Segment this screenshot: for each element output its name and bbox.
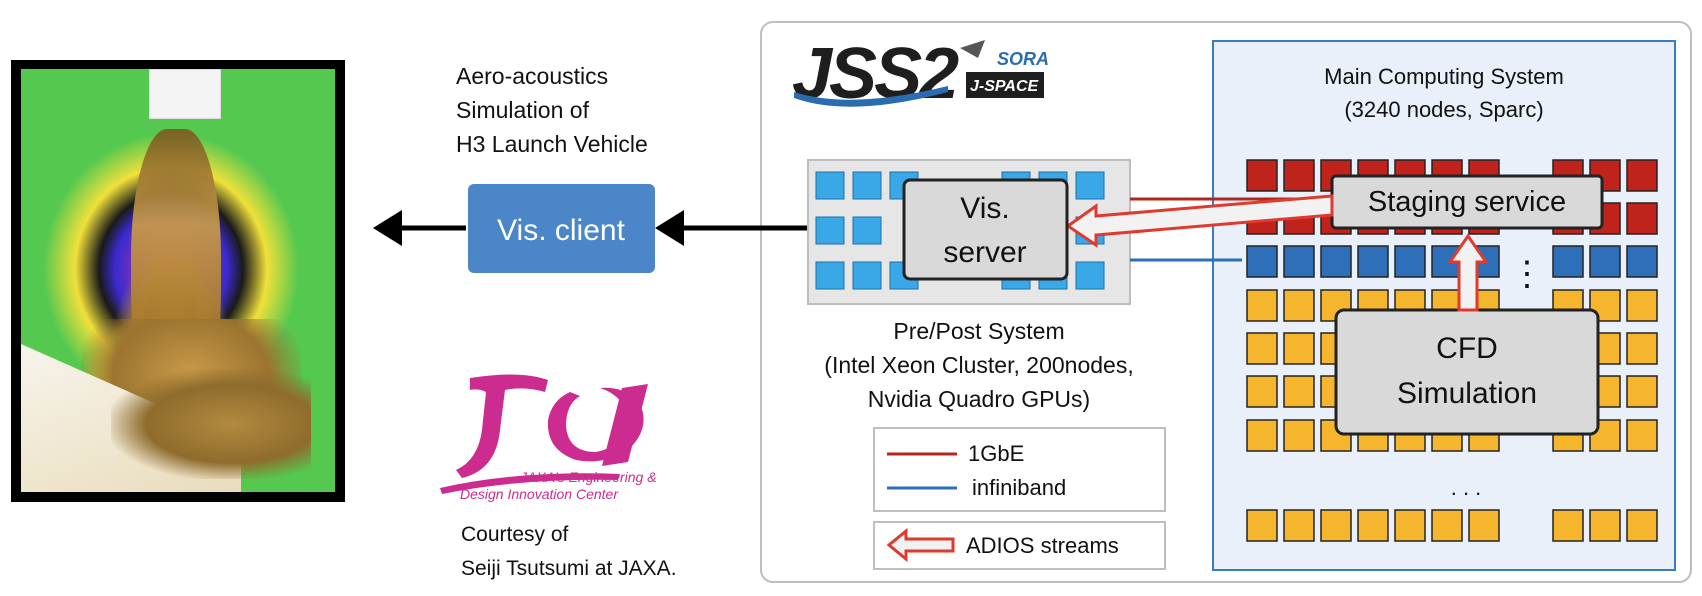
vis-server-label-line2: server bbox=[943, 236, 1026, 269]
compute-node bbox=[1283, 419, 1315, 452]
compute-node bbox=[1552, 509, 1584, 542]
compute-node bbox=[1320, 509, 1352, 542]
jedi-logo: JAXA's Engineering & Design Innovation C… bbox=[440, 374, 657, 502]
cfd-label-line2: Simulation bbox=[1397, 377, 1537, 410]
compute-node bbox=[1283, 289, 1315, 322]
caption-line1: Aero-acoustics bbox=[456, 63, 608, 89]
compute-node bbox=[1589, 509, 1621, 542]
compute-node bbox=[1626, 202, 1658, 235]
compute-node bbox=[1246, 375, 1278, 408]
adios-arrow-staging-to-server bbox=[1065, 194, 1334, 248]
compute-node bbox=[1246, 159, 1278, 192]
legend-adios-swatch bbox=[886, 527, 955, 563]
compute-node bbox=[1246, 289, 1278, 322]
svg-text:SORA: SORA bbox=[997, 49, 1049, 69]
compute-node bbox=[1394, 245, 1426, 278]
ellipsis-horizontal: . . . bbox=[1451, 475, 1482, 500]
compute-node bbox=[1626, 289, 1658, 322]
prepost-line3: Nvidia Quadro GPUs) bbox=[868, 386, 1090, 412]
compute-node bbox=[1357, 509, 1389, 542]
adios-arrow-cfd-to-staging bbox=[1447, 233, 1489, 312]
vis-server-label-line1: Vis. bbox=[960, 192, 1009, 225]
compute-node bbox=[1283, 245, 1315, 278]
compute-node bbox=[1626, 332, 1658, 365]
svg-text:J-SPACE: J-SPACE bbox=[970, 78, 1039, 95]
simulation-image bbox=[11, 60, 345, 502]
ellipsis-vertical: ⋮ bbox=[1510, 255, 1544, 293]
prepost-line1: Pre/Post System bbox=[893, 318, 1064, 344]
staging-service-label: Staging service bbox=[1368, 186, 1566, 218]
compute-node bbox=[1246, 245, 1278, 278]
jss2-logo: JSS2 SORA J-SPACE bbox=[792, 34, 1049, 114]
compute-node bbox=[1283, 332, 1315, 365]
simulation-render bbox=[21, 69, 335, 492]
legend-box bbox=[873, 427, 1166, 512]
plume-base bbox=[111, 369, 311, 479]
compute-node bbox=[1357, 245, 1389, 278]
compute-node bbox=[1552, 245, 1584, 278]
compute-node bbox=[1246, 419, 1278, 452]
compute-node bbox=[1394, 509, 1426, 542]
compute-node bbox=[1431, 509, 1463, 542]
courtesy-line2: Seiji Tsutsumi at JAXA. bbox=[461, 557, 677, 580]
legend-1gbe-label: 1GbE bbox=[968, 441, 1024, 466]
compute-node bbox=[1626, 419, 1658, 452]
rocket-top bbox=[149, 69, 221, 119]
caption-line2: Simulation of bbox=[456, 97, 590, 123]
compute-node bbox=[1246, 332, 1278, 365]
vis-client-label: Vis. client bbox=[497, 214, 626, 247]
cfd-label-line1: CFD bbox=[1436, 332, 1498, 365]
svg-text:JAXA's Engineering &: JAXA's Engineering & bbox=[519, 469, 657, 485]
prepost-line2: (Intel Xeon Cluster, 200nodes, bbox=[824, 352, 1133, 378]
main-system-subtitle: (3240 nodes, Sparc) bbox=[1344, 97, 1543, 122]
compute-node bbox=[1283, 509, 1315, 542]
compute-node bbox=[1626, 159, 1658, 192]
legend-adios-label: ADIOS streams bbox=[966, 533, 1119, 558]
courtesy-line1: Courtesy of bbox=[461, 523, 569, 546]
vis-client-box bbox=[468, 184, 655, 273]
legend-infiniband-label: infiniband bbox=[972, 475, 1066, 500]
cfd-simulation-box bbox=[1334, 308, 1600, 436]
arrowhead-image bbox=[373, 210, 402, 246]
compute-node bbox=[1246, 509, 1278, 542]
compute-node bbox=[1626, 509, 1658, 542]
compute-node bbox=[1283, 375, 1315, 408]
caption-line3: H3 Launch Vehicle bbox=[456, 131, 648, 157]
svg-text:Design Innovation Center: Design Innovation Center bbox=[460, 486, 619, 502]
main-system-title: Main Computing System bbox=[1324, 64, 1564, 89]
arrowhead-client bbox=[655, 210, 684, 246]
vis-server-box bbox=[902, 178, 1069, 281]
compute-node bbox=[1320, 245, 1352, 278]
compute-node bbox=[1626, 245, 1658, 278]
compute-node bbox=[1283, 159, 1315, 192]
compute-node bbox=[1589, 245, 1621, 278]
compute-node bbox=[1626, 375, 1658, 408]
compute-node bbox=[1468, 509, 1500, 542]
